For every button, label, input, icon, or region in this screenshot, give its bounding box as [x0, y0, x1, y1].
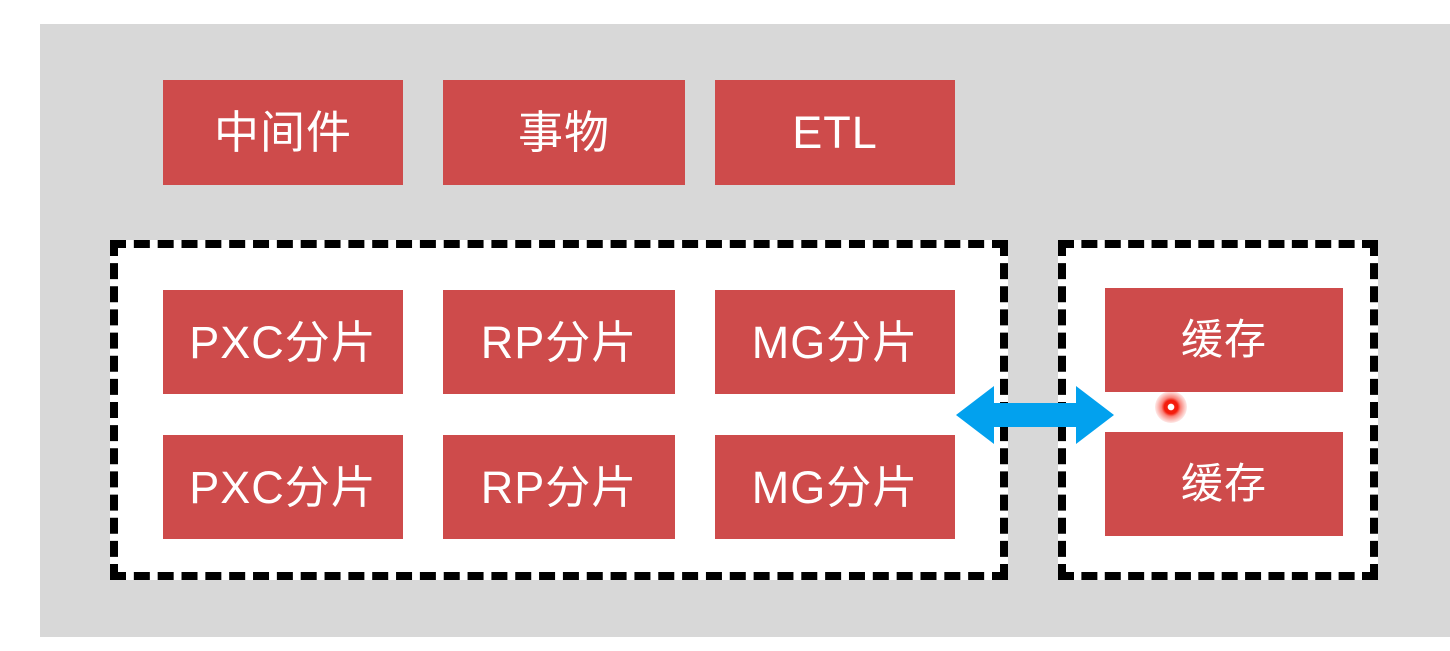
box-rp-shard-2[interactable]: RP分片 [443, 435, 675, 539]
bidirectional-arrow-icon [956, 386, 1114, 444]
box-cache-2[interactable]: 缓存 [1105, 432, 1343, 536]
box-cache-1[interactable]: 缓存 [1105, 288, 1343, 392]
box-middleware[interactable]: 中间件 [163, 80, 403, 185]
box-transaction[interactable]: 事物 [443, 80, 685, 185]
box-pxc-shard-1[interactable]: PXC分片 [163, 290, 403, 394]
box-etl[interactable]: ETL [715, 80, 955, 185]
box-rp-shard-1[interactable]: RP分片 [443, 290, 675, 394]
box-pxc-shard-2[interactable]: PXC分片 [163, 435, 403, 539]
box-mg-shard-1[interactable]: MG分片 [715, 290, 955, 394]
box-mg-shard-2[interactable]: MG分片 [715, 435, 955, 539]
